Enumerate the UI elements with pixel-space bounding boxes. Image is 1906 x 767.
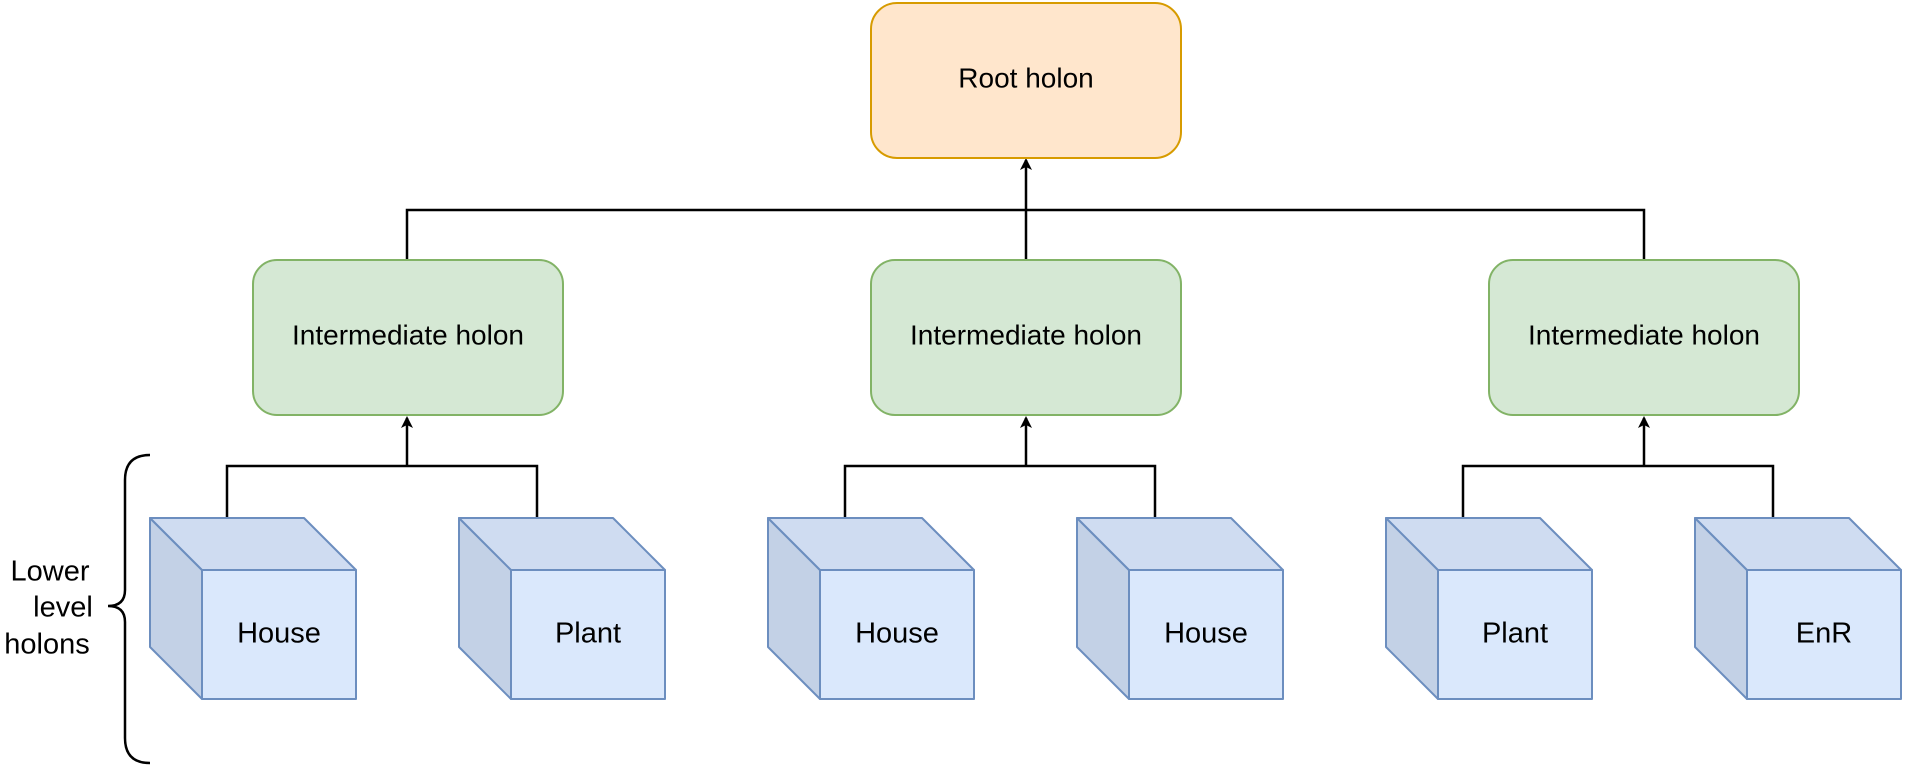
intermediate-holon-box	[1488, 259, 1800, 416]
intermediate-holon-label: Intermediate holon	[292, 319, 524, 350]
cube-front	[1128, 569, 1284, 700]
lower-holon-label: Plant	[555, 618, 621, 650]
intermediate-holon-3: Intermediate holon	[1488, 259, 1800, 416]
lower-holon-1: House	[149, 517, 357, 700]
lower-holon-3: House	[767, 517, 975, 700]
cube-front	[201, 569, 357, 700]
intermediate-holon-label: Intermediate holon	[1528, 319, 1760, 350]
intermediate-holon-box	[252, 259, 564, 416]
connector-group-2	[843, 464, 1157, 518]
intermediate-holon-1: Intermediate holon	[252, 259, 564, 416]
cube-front	[510, 569, 666, 700]
connectors-lower	[225, 416, 1775, 518]
lower-holon-2: Plant	[458, 517, 666, 700]
cube-front	[819, 569, 975, 700]
brace-label: Lower level holons	[4, 556, 93, 661]
root-holon-label: Root holon	[958, 62, 1093, 93]
lower-holon-label: Plant	[1482, 618, 1548, 650]
lower-holon-label: EnR	[1796, 618, 1852, 650]
connector-intermediate-3-to-root	[1026, 208, 1646, 260]
connector-intermediate-1-to-root	[405, 208, 1026, 260]
lower-holon-4: House	[1076, 517, 1284, 700]
connectors-root	[405, 158, 1646, 260]
brace-label-line-3: holons	[4, 629, 89, 661]
lower-holon-label: House	[237, 618, 321, 650]
intermediate-holon-box	[870, 259, 1182, 416]
lower-holon-label: House	[855, 618, 939, 650]
lower-holon-6: EnR	[1694, 517, 1902, 700]
cube-front	[1437, 569, 1593, 700]
lower-holon-5: Plant	[1385, 517, 1593, 700]
connector-group-3	[1461, 464, 1775, 518]
intermediate-holon-label: Intermediate holon	[910, 319, 1142, 350]
curly-brace	[107, 453, 151, 765]
brace-label-line-1: Lower	[11, 556, 90, 588]
lower-holon-label: House	[1164, 618, 1248, 650]
intermediate-holon-2: Intermediate holon	[870, 259, 1182, 416]
brace-label-line-2: level	[33, 592, 93, 624]
root-holon: Root holon	[870, 2, 1182, 159]
connector-group-1	[225, 464, 539, 518]
root-holon-box	[870, 2, 1182, 159]
cube-front	[1746, 569, 1902, 700]
